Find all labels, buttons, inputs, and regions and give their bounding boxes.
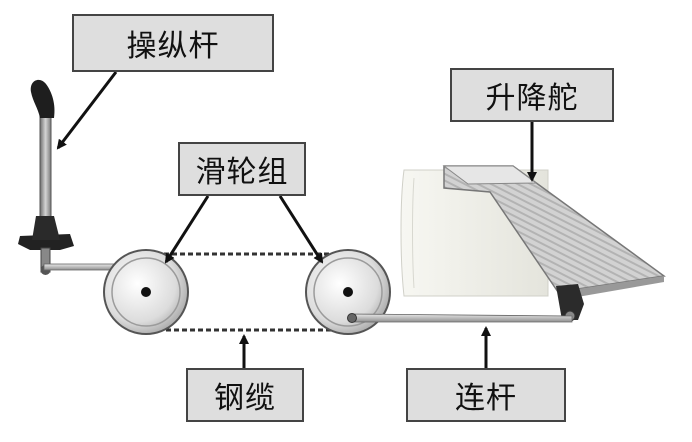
linkage-rod: [347, 313, 573, 323]
label-pulley-group: 滑轮组: [178, 142, 306, 196]
arrows: [56, 71, 537, 368]
pulley-right: [305, 249, 391, 335]
label-control-stick: 操纵杆: [72, 14, 274, 72]
cable-lines: [148, 252, 350, 332]
pulley-left: [103, 249, 189, 335]
label-linkage-rod: 连杆: [406, 368, 566, 422]
label-cable: 钢缆: [186, 368, 304, 422]
control-stick: [18, 79, 74, 275]
label-elevator: 升降舵: [450, 68, 614, 122]
